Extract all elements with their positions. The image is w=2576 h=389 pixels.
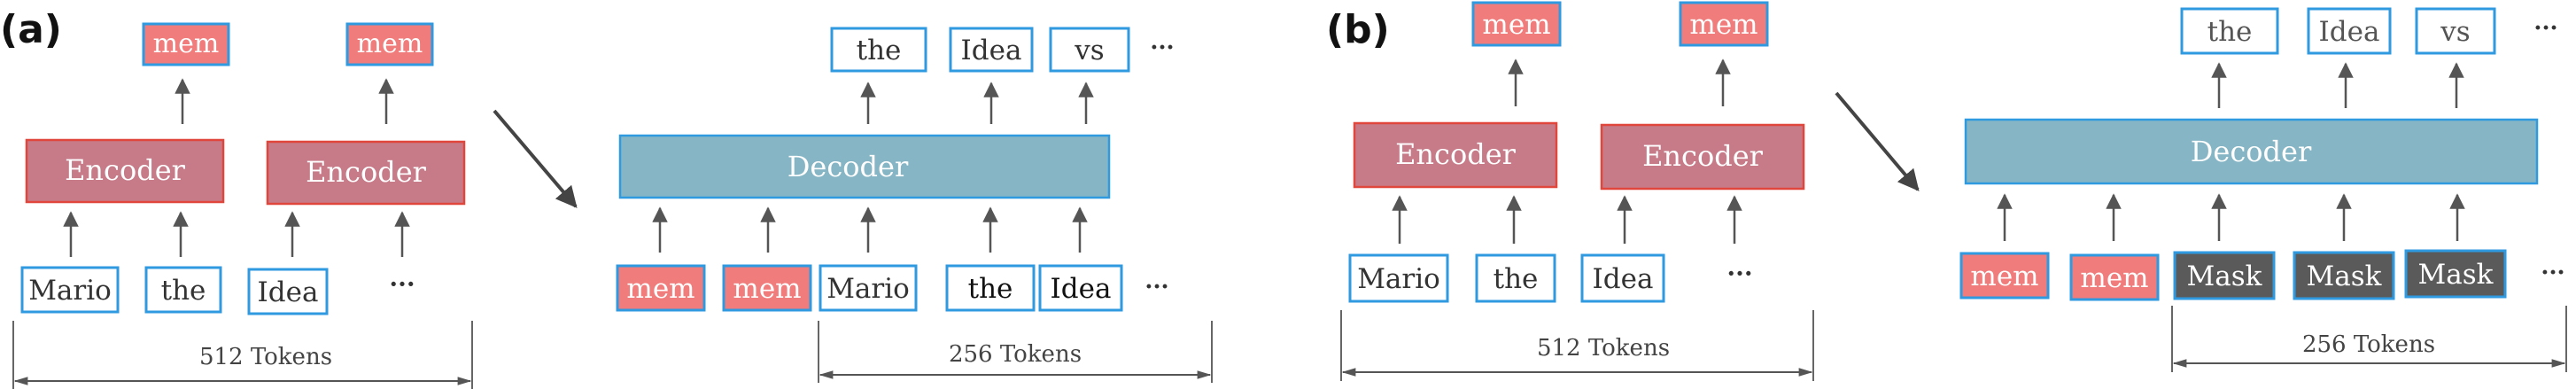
encoder-1-label: Encoder xyxy=(1395,137,1517,171)
decoder-output-vs-label: vs xyxy=(2440,16,2470,48)
decoder-input-idea-label: Idea xyxy=(1051,273,1112,305)
decoder-input-mem-2-label: mem xyxy=(733,273,801,305)
decoder xyxy=(1964,118,2539,185)
panel-b: (b) mem mem Encoder Encoder Mario the Id… xyxy=(1326,1,2567,381)
decoder-input-mem-1 xyxy=(616,264,706,312)
encoder-2-label: Encoder xyxy=(306,155,427,189)
input-token-the-label: the xyxy=(1494,263,1539,295)
transition-arrow-icon xyxy=(1835,91,1920,191)
decoder-input-mask-3 xyxy=(2404,249,2507,299)
span-512-label: 512 Tokens xyxy=(199,344,332,370)
input-token-the xyxy=(144,266,222,314)
encoder-1-label: Encoder xyxy=(65,153,186,187)
panel-a-label: (a) xyxy=(0,7,62,52)
input-token-the-label: the xyxy=(161,275,206,307)
decoder-output-the xyxy=(2180,7,2279,55)
input-token-mario xyxy=(20,266,120,314)
decoder-input-ellipsis: ··· xyxy=(1144,274,1168,300)
input-token-ellipsis: ··· xyxy=(1726,259,1752,288)
input-token-idea-label: Idea xyxy=(258,276,319,308)
panel-a: (a) mem mem Encoder Encoder Mario the Id… xyxy=(0,7,1213,389)
decoder-input-mem-2 xyxy=(2069,253,2160,301)
input-token-ellipsis: ··· xyxy=(389,269,415,299)
decoder-input-mask-2 xyxy=(2293,251,2395,300)
encoder-1-mem-label: mem xyxy=(153,28,220,59)
decoder-input-mem-1-label: mem xyxy=(1970,261,2038,292)
encoder-2-mem-output xyxy=(1679,1,1769,47)
decoder-input-the xyxy=(945,264,1036,312)
decoder-label: Decoder xyxy=(788,150,909,183)
decoder-input-mem-1-label: mem xyxy=(626,273,694,305)
decoder-input-mask-3-label: Mask xyxy=(2418,259,2494,291)
decoder-label: Decoder xyxy=(2191,135,2312,168)
decoder-input-mask-2-label: Mask xyxy=(2307,261,2382,292)
input-token-mario-label: Mario xyxy=(1357,263,1440,295)
decoder-output-the xyxy=(830,27,927,73)
encoder-1 xyxy=(25,138,225,204)
decoder-output-the-label: the xyxy=(2207,16,2253,48)
decoder-input-ellipsis: ··· xyxy=(2541,260,2564,286)
encoder-1-mem-label: mem xyxy=(1482,9,1550,41)
decoder-input-mask-1 xyxy=(2173,251,2276,300)
input-token-idea xyxy=(1580,253,1665,303)
decoder-output-vs xyxy=(1049,27,1130,73)
decoder-output-idea-label: Idea xyxy=(2319,16,2380,48)
transition-arrow-icon xyxy=(493,109,578,208)
input-token-mario-label: Mario xyxy=(28,275,112,307)
input-token-idea-label: Idea xyxy=(1593,263,1654,295)
decoder-output-idea-label: Idea xyxy=(961,35,1022,66)
decoder-input-mario-label: Mario xyxy=(826,273,910,305)
decoder-input-idea xyxy=(1038,264,1123,312)
decoder-output-ellipsis: ··· xyxy=(1150,35,1174,61)
encoder-2 xyxy=(1600,123,1805,191)
decoder xyxy=(618,134,1111,199)
decoder-input-mem-2 xyxy=(722,264,812,312)
input-token-idea xyxy=(247,268,329,315)
input-token-the xyxy=(1475,253,1556,303)
panel-b-label: (b) xyxy=(1326,7,1390,52)
encoder-2-label: Encoder xyxy=(1642,139,1764,173)
encoder-1-mem-output xyxy=(1471,1,1562,47)
encoder-1 xyxy=(1353,121,1558,189)
decoder-input-the-label: the xyxy=(968,273,1013,305)
span-256-label: 256 Tokens xyxy=(2302,331,2435,358)
decoder-input-mask-1-label: Mask xyxy=(2187,261,2262,292)
encoder-2-mem-label: mem xyxy=(357,28,423,59)
decoder-output-idea xyxy=(2307,7,2392,55)
encoder-1-mem-output xyxy=(142,22,230,66)
encoder-2-mem-label: mem xyxy=(1689,9,1757,41)
decoder-output-the-label: the xyxy=(857,35,902,66)
decoder-output-vs xyxy=(2415,7,2496,55)
decoder-output-ellipsis: ··· xyxy=(2533,15,2557,42)
encoder-2-mem-output xyxy=(345,22,434,66)
decoder-input-mem-2-label: mem xyxy=(2080,262,2148,294)
input-token-mario xyxy=(1348,253,1449,303)
decoder-input-mem-1 xyxy=(1959,252,2050,300)
span-512-label: 512 Tokens xyxy=(1537,335,1670,362)
decoder-output-idea xyxy=(949,27,1034,73)
decoder-output-vs-label: vs xyxy=(1074,35,1104,66)
decoder-input-mario xyxy=(819,264,918,312)
span-256-label: 256 Tokens xyxy=(949,341,1082,368)
encoder-2 xyxy=(266,140,466,206)
